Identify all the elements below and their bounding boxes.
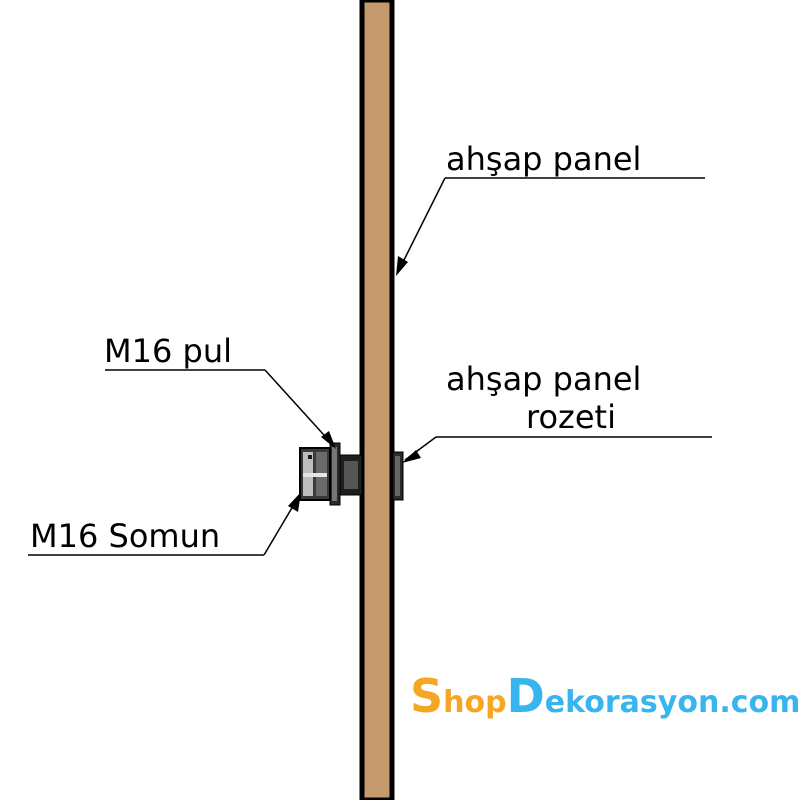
label-rosette-line1: ahşap panel [446,360,641,398]
leader-nut [28,492,301,556]
watermark-d: D [507,669,545,723]
wooden-panel [359,0,395,800]
bolt-hub [339,454,363,496]
watermark-logo: ShopDekorasyon.com [410,669,800,723]
label-washer: M16 pul [104,332,232,370]
label-rosette-line2: rozeti [526,398,616,436]
watermark-ekorasyon: ekorasyon [545,685,720,720]
watermark-hop: hop [443,685,506,720]
panel-rosette [392,451,404,501]
watermark-com: .com [719,685,800,720]
label-nut: M16 Somun [30,517,220,555]
leader-rosette [402,436,712,463]
leader-washer [105,369,336,449]
label-wooden-panel: ahşap panel [446,140,641,178]
leader-panel [396,177,705,276]
m16-washer [329,442,341,506]
m16-nut [299,447,331,501]
watermark-s: S [410,669,443,723]
